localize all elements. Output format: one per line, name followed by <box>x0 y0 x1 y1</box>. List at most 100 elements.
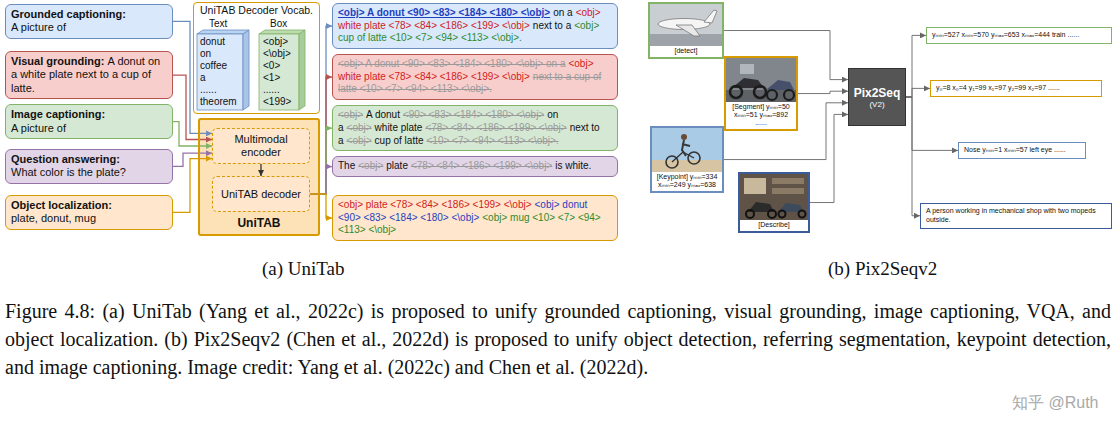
person <box>681 134 687 140</box>
connector-arrow <box>173 159 212 213</box>
model-box: Pix2Seq(V2) <box>848 68 906 126</box>
encoder-box: Multimodal encoder <box>212 128 310 164</box>
vocab-token: ...... <box>200 84 217 96</box>
vocab-token: a <box>200 72 206 84</box>
connector-arrow <box>724 103 848 160</box>
vocab-token: donut <box>200 36 225 48</box>
task-input-box: Grounded captioning:A picture of <box>5 4 173 39</box>
connector-arrow <box>310 128 332 194</box>
token-segment: next to a <box>533 20 571 31</box>
output-sequence: y₀=8 x₀=4 y₁=99 x₁=97 y₂=99 x₂=97 ...... <box>936 84 1096 93</box>
output-sequence: A person working in mechanical shop with… <box>926 207 1106 225</box>
vocab-token: <\obj> <box>263 48 291 60</box>
task-prompt: plate, donut, mug <box>11 212 167 225</box>
moped <box>746 210 754 218</box>
photo <box>650 4 722 46</box>
vocab-token: on <box>200 48 211 60</box>
token-segment: A donut <box>366 109 400 120</box>
task-prompt: [Keypoint] yₘᵢₙ=334 xₘᵢₙ=249 yₘₐₓ=638 <box>654 173 720 189</box>
task-heading: Object localization: <box>11 199 167 212</box>
token-segment: <obj> plate <78> <84> <186> <199> <\obj> <box>338 199 532 210</box>
vocab-column <box>299 30 305 110</box>
task-prompt: [Describe] <box>742 221 806 229</box>
decoder-box: UniTAB decoder <box>212 176 310 212</box>
output-box: <obj> A donut <90> <83> <184> <180> <\ob… <box>332 3 618 49</box>
task-prompt: A picture of <box>11 122 167 135</box>
connector-arrow <box>798 91 848 93</box>
token-segment: <78> <84> <186> <199> <\obj> <box>411 160 552 171</box>
column-heading: Box <box>270 18 287 30</box>
vocab-token: <obj> <box>263 36 288 48</box>
airplane <box>704 10 717 23</box>
vocab-token: <0> <box>263 60 280 72</box>
motorcycle <box>754 86 766 98</box>
task-heading: Visual grounding: <box>11 55 104 67</box>
person <box>682 140 690 156</box>
token-segment: <obj> <box>347 135 372 146</box>
connector-arrow <box>906 35 926 97</box>
token-segment: <obj> <box>347 122 372 133</box>
figure-caption: Figure 4.8: (a) UniTab (Yang et al., 202… <box>5 297 1111 381</box>
bicycle <box>688 152 700 164</box>
bicycle <box>666 156 678 168</box>
connector-arrow <box>310 77 332 194</box>
moped <box>779 211 786 218</box>
image-card: [Keypoint] yₘᵢₙ=334 xₘᵢₙ=249 yₘₐₓ=638 <box>650 126 724 193</box>
motorcycle <box>784 90 794 100</box>
photo <box>650 34 722 46</box>
connector-arrow <box>906 97 958 150</box>
bicycle <box>672 152 694 162</box>
token-segment: <obj> <box>338 109 363 120</box>
model-fill <box>198 118 320 236</box>
connector-arrow <box>173 122 212 146</box>
image-card: [Describe] <box>738 172 810 233</box>
module-name: Multimodal encoder <box>216 133 306 158</box>
module-name: UniTAB decoder <box>221 188 301 201</box>
token-segment: on a <box>553 7 572 18</box>
task-prompt: A picture of <box>11 21 167 34</box>
output-box: A person working in mechanical shop with… <box>920 203 1112 229</box>
vocab-token: coffee <box>200 60 227 72</box>
output-sequence: yₘᵢₙ=527 xₘᵢₙ=570 yₘₐₓ=653 xₘₐₓ=444 trai… <box>932 31 1106 40</box>
moped <box>778 203 804 212</box>
vocab-token: ...... <box>263 84 280 96</box>
token-segment: <90> <83> <184> <180> <\obj> <box>403 109 544 120</box>
task-input-box: Question answering:What color is the pla… <box>5 149 173 184</box>
task-input-box: Visual grounding:A donut on a white plat… <box>5 51 173 99</box>
connector-arrow <box>906 97 920 216</box>
task-prompt: [Segment] yₘᵢₙ=50 xₘᵢₙ=51 yₘₐₓ=892 .....… <box>728 103 794 127</box>
token-segment: <obj> A donut <90> <83> <184> <180> <\ob… <box>338 7 550 18</box>
vocab-title: UniTAB Decoder Vocab. <box>194 4 319 17</box>
photo <box>726 90 796 102</box>
model-name: Pix2Seq <box>854 86 901 100</box>
motorcycle <box>767 90 777 100</box>
vocab-token: theorem <box>200 96 237 108</box>
vocab-column <box>259 30 305 34</box>
output-box: y₀=8 x₀=4 y₁=99 x₁=97 y₂=99 x₂=97 ...... <box>930 80 1102 97</box>
image-card: [Segment] yₘᵢₙ=50 xₘᵢₙ=51 yₘₐₓ=892 .....… <box>724 56 798 131</box>
task-prompt: [detect] <box>652 47 720 55</box>
subfigure-label: (b) Pix2Seqv2 <box>828 258 937 281</box>
token-segment: plate <box>386 160 408 171</box>
watermark: 知乎 @Ruth <box>1012 393 1098 412</box>
image-card: [detect] <box>648 2 724 59</box>
token-segment: <obj> A donut <90> <83> <184> <180> <\ob… <box>338 58 565 69</box>
vocab-token: <199> <box>263 96 291 108</box>
photo <box>652 128 722 172</box>
airplane <box>658 19 710 30</box>
output-box: yₘᵢₙ=527 xₘᵢₙ=570 yₘₐₓ=653 xₘₐₓ=444 trai… <box>926 27 1112 44</box>
model-name: (V2) <box>869 100 884 109</box>
vocab-column <box>197 34 243 110</box>
token-segment: <78> <84> <186> <199> <\obj> <box>425 122 566 133</box>
token-segment: <obj> <box>358 160 383 171</box>
moped <box>799 211 806 218</box>
output-box: <obj> plate <78> <84> <186> <199> <\obj>… <box>332 195 618 241</box>
connector-arrow <box>260 164 261 176</box>
output-box: <obj>A donut<90> <83> <184> <180> <\obj>… <box>332 105 618 151</box>
airplane <box>676 25 700 36</box>
connector-arrow <box>310 26 332 194</box>
task-heading: Question answering: <box>11 153 167 166</box>
connector-arrow <box>906 88 930 97</box>
token-segment: white plate <box>375 122 423 133</box>
